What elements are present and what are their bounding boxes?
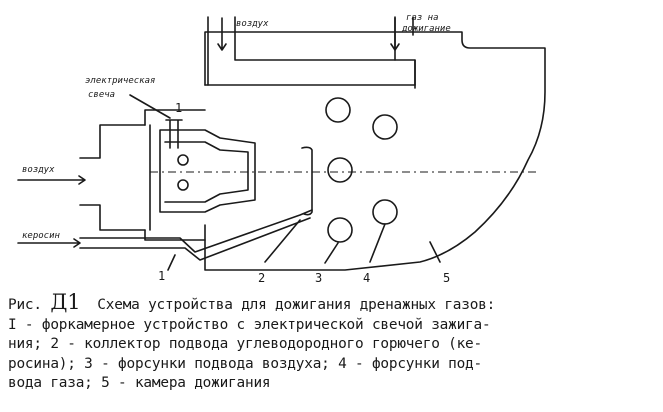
collector-bar (301, 146, 313, 216)
nozzle-1 (325, 97, 351, 123)
leader-4 (369, 223, 386, 263)
caption-title: Схема устройства для дожигания дренажных… (80, 297, 496, 313)
gas-top-arrow (390, 17, 400, 51)
label-air-left: воздух (22, 165, 55, 175)
spark-leader (129, 94, 171, 119)
prechamber-housing (144, 109, 206, 241)
figure-caption: Рис. Д1 Схема устройства для дожигания д… (8, 290, 660, 394)
air-top-arrow (217, 17, 227, 51)
label-spark-1: электрическая (85, 76, 155, 86)
leader-1 (167, 254, 176, 271)
figure-id: Д1 (50, 290, 81, 314)
caption-title-line: Рис. Д1 Схема устройства для дожигания д… (8, 290, 660, 316)
prechamber-hole-2 (177, 179, 189, 191)
caption-line-4: росина); 3 - форсунки подвода воздуха; 4… (8, 355, 482, 372)
caption-line-2: I - форкамерное устройство с электрическ… (8, 316, 491, 333)
prechamber-hole-1 (177, 154, 189, 166)
label-gas-top-1: газ на (406, 13, 439, 23)
air-left-arrow (17, 175, 86, 185)
left-air-duct (79, 124, 146, 231)
spark-plug (165, 119, 183, 149)
label-kerosene: керосин (22, 231, 61, 241)
callout-5: 5 (443, 271, 450, 285)
kerosene-line-lower (79, 217, 311, 261)
label-gas-top-2: дожигание (401, 24, 451, 34)
nozzle-2 (372, 114, 398, 140)
leader-2 (264, 219, 301, 263)
callout-3: 3 (315, 271, 322, 285)
nozzle-5 (327, 217, 353, 243)
callout-1: 1 (158, 269, 165, 283)
prechamber-body (159, 129, 256, 213)
leader-5 (429, 241, 441, 263)
nozzle-3 (327, 157, 353, 183)
prechamber-inner (164, 141, 249, 203)
callout-1-spark: 1 (175, 101, 182, 115)
leader-3 (324, 242, 339, 264)
caption-prefix: Рис. (8, 297, 51, 313)
label-spark-2: свеча (88, 90, 115, 100)
callout-2: 2 (258, 271, 265, 285)
nozzle-4 (372, 199, 398, 225)
caption-line-5: вода газа; 5 - камера дожигания (8, 375, 271, 391)
chamber-outline (204, 31, 546, 271)
kerosene-arrow (17, 238, 81, 248)
label-air-top: воздух (236, 19, 269, 29)
caption-line-3: ния; 2 - коллектор подвода углеводородно… (8, 336, 482, 352)
burner-diagram: воздух газ на дожигание электрическая св… (17, 13, 546, 285)
callout-4: 4 (363, 271, 370, 285)
